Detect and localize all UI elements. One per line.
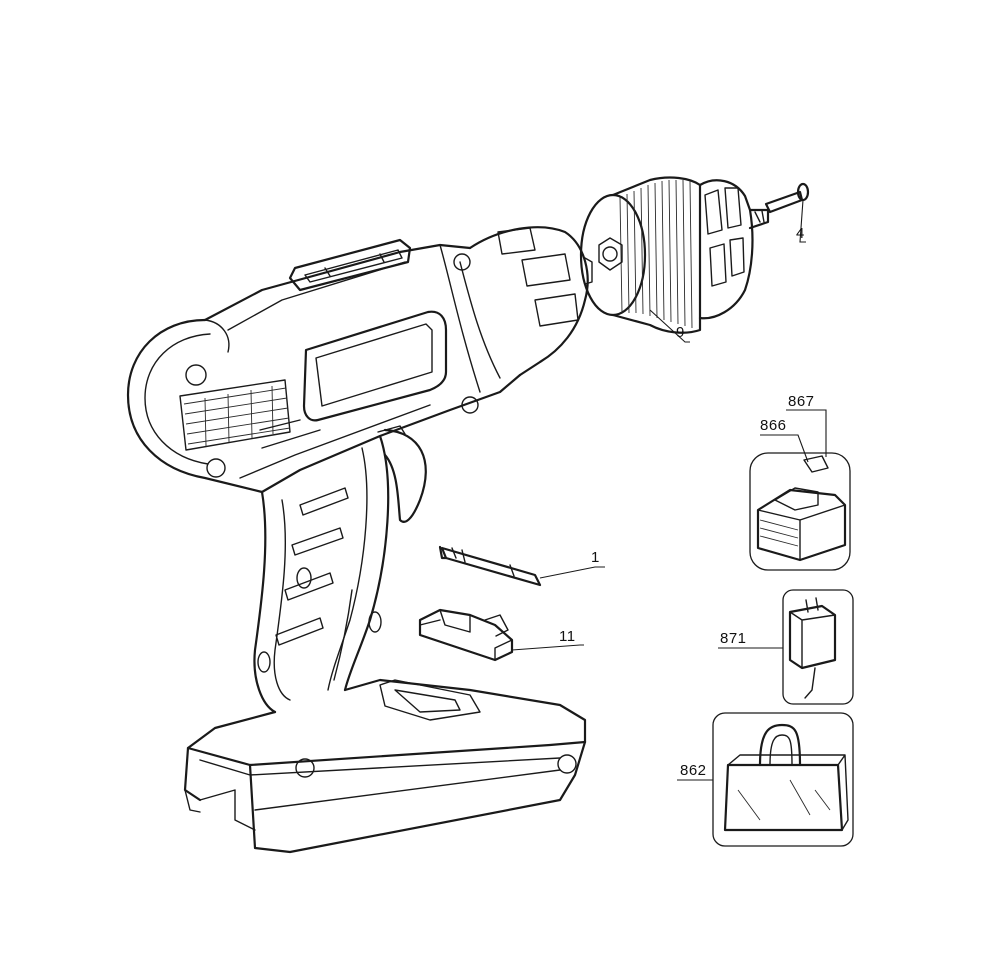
callout-1: 1 [591, 549, 600, 566]
rear-vents [179, 379, 291, 451]
leader-1 [539, 566, 605, 579]
leader-11 [511, 644, 584, 651]
callout-4: 4 [796, 225, 805, 242]
callout-867: 867 [788, 393, 815, 410]
charger-box [782, 589, 854, 705]
battery-terminal [803, 455, 829, 473]
callout-862: 862 [680, 762, 707, 779]
chuck [579, 176, 770, 334]
leader-867 [786, 409, 827, 457]
callout-9: 9 [676, 324, 685, 341]
leader-lines [511, 199, 827, 781]
leader-9 [649, 309, 690, 343]
callout-11: 11 [559, 628, 576, 645]
leader-866 [760, 434, 809, 463]
tool-bag-box [712, 712, 854, 847]
drill-body [126, 226, 593, 854]
chuck-screw [764, 182, 810, 214]
callout-866: 866 [760, 417, 787, 434]
bit-holder [418, 608, 514, 662]
battery-box [749, 452, 851, 571]
leader-4 [799, 199, 806, 243]
screwdriver-bit [438, 545, 542, 587]
callout-871: 871 [720, 630, 747, 647]
